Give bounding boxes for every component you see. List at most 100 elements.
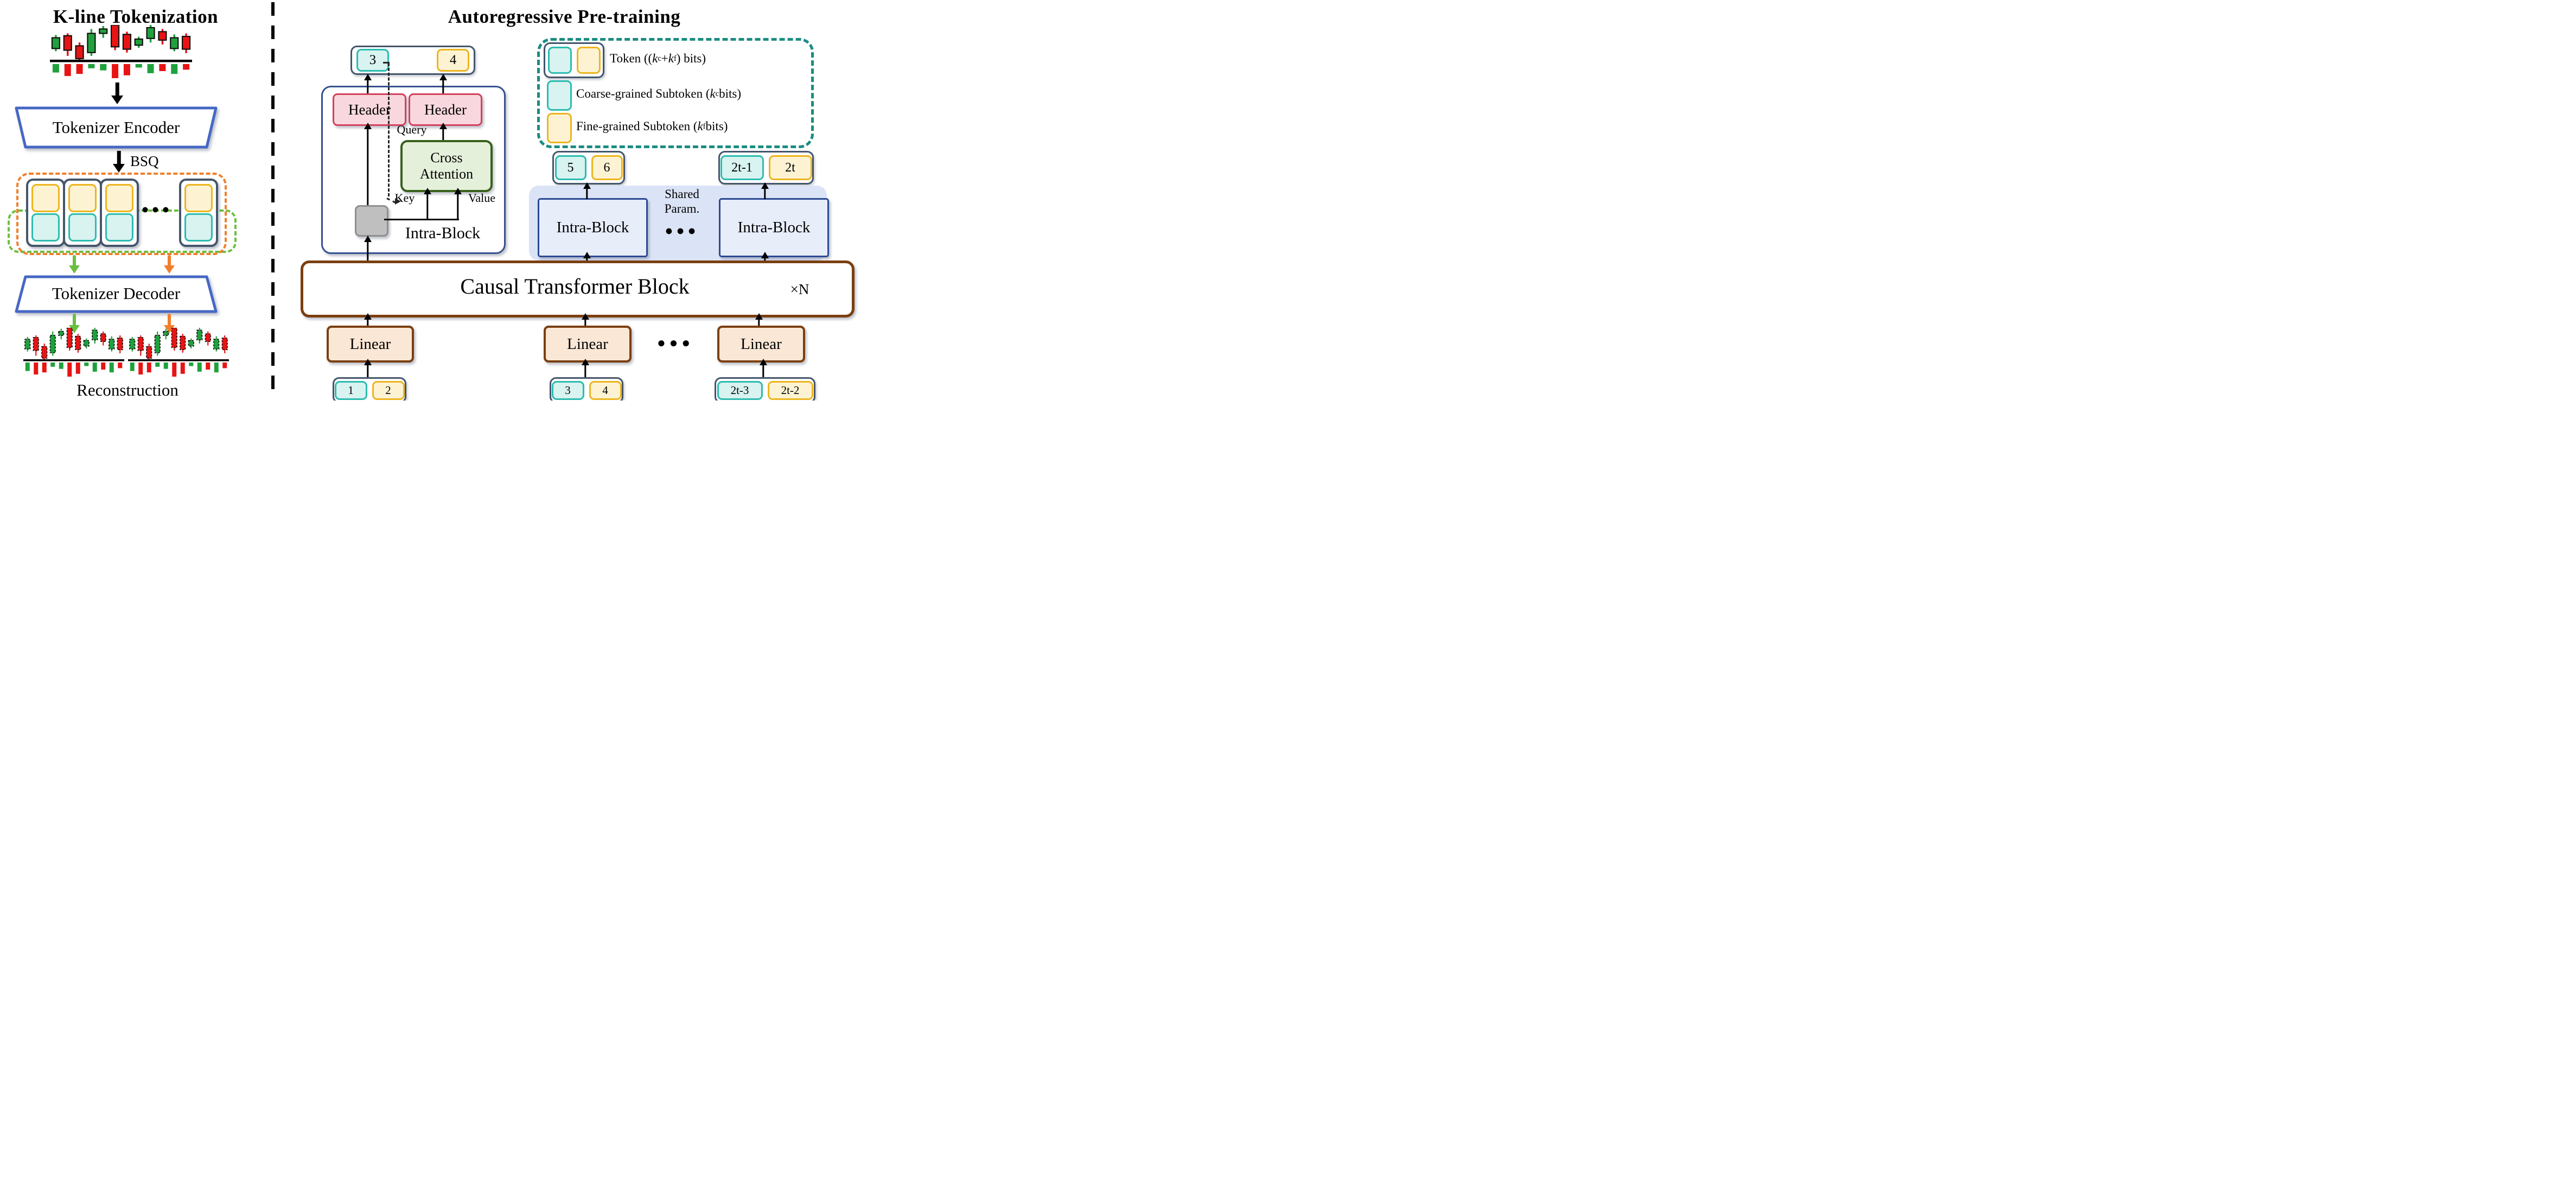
query-dashed-stub xyxy=(383,62,390,63)
query-label: Query xyxy=(397,123,427,136)
fine-subtoken: 4 xyxy=(589,380,622,400)
fine-subtoken: 4 xyxy=(437,49,469,72)
block-to-token-arrow xyxy=(761,182,769,199)
header-box: Header xyxy=(333,93,406,126)
attention-to-header-arrow xyxy=(439,123,447,140)
legend-coarse-sample xyxy=(547,80,572,111)
query-dashed-line xyxy=(388,63,390,196)
linear-to-ctb-arrow xyxy=(582,313,589,326)
intra-block-box: Intra-Block xyxy=(719,198,829,257)
ellipsis-dots: ●●● xyxy=(141,202,173,216)
header-box: Header xyxy=(409,93,482,126)
coarse-subtoken: 3 xyxy=(551,380,584,400)
kline-token xyxy=(63,179,102,247)
cross-attention-box: Cross Attention xyxy=(400,140,493,192)
value-label: Value xyxy=(468,191,496,205)
input-token: 3 4 xyxy=(550,377,623,401)
fine-subtoken xyxy=(184,184,213,212)
fine-subtoken xyxy=(31,184,60,212)
down-arrow-icon xyxy=(111,82,123,104)
linear-to-ctb-arrow xyxy=(755,313,763,326)
tokenizer-encoder-shape xyxy=(15,106,218,149)
token-to-linear-arrow xyxy=(582,359,589,377)
query-arrowhead-icon xyxy=(395,198,401,205)
orange-arrow-icon xyxy=(164,255,175,274)
fine-subtoken: 2 xyxy=(372,380,405,400)
cross-attention-line1: Cross xyxy=(430,150,463,166)
token-sequence-group-outline xyxy=(16,173,227,255)
intra-block-label: Intra-Block xyxy=(405,224,481,242)
linear-to-ctb-arrow xyxy=(364,313,372,326)
header-to-token-arrow xyxy=(364,74,372,93)
reconstruction-chart xyxy=(128,324,229,380)
coarse-subtoken xyxy=(105,213,133,242)
coarse-subtoken: 1 xyxy=(334,380,367,400)
xn-label: ×N xyxy=(790,281,809,297)
fine-subtoken: 2t-2 xyxy=(767,380,813,400)
tokenizer-decoder-label: Tokenizer Decoder xyxy=(52,284,181,303)
hidden-state-box xyxy=(355,205,388,237)
tokenizer-encoder-label: Tokenizer Encoder xyxy=(52,118,180,137)
tokenizer-decoder-shape xyxy=(15,275,218,313)
output-token: 2t-1 2t xyxy=(718,151,814,185)
figure-canvas: K-line Tokenization Tokenizer Encoder BS… xyxy=(0,0,859,401)
ctb-to-state-arrow xyxy=(364,236,372,260)
coarse-subtoken: 3 xyxy=(356,49,389,72)
coarse-subtoken: 5 xyxy=(554,155,586,180)
shared-param-label-line1: Shared xyxy=(665,187,699,201)
bsq-label: BSQ xyxy=(130,153,159,169)
ctb-to-block-arrow xyxy=(583,252,591,262)
coarse-subtoken xyxy=(68,213,97,242)
kline-tokenization-title: K-line Tokenization xyxy=(53,6,219,27)
key-label: Key xyxy=(394,191,415,205)
fine-subtoken xyxy=(105,184,133,212)
legend-fine-sample xyxy=(547,113,572,143)
kline-candlestick-chart xyxy=(50,21,192,80)
coarse-subtoken: 2t-3 xyxy=(717,380,763,400)
key-arrow xyxy=(424,188,431,220)
intra-block-box: Intra-Block xyxy=(538,198,648,257)
input-token: 2t-3 2t-2 xyxy=(715,377,815,401)
coarse-subtoken xyxy=(184,213,213,242)
kline-token xyxy=(179,179,218,247)
input-token: 1 2 xyxy=(333,377,406,401)
coarse-subtoken xyxy=(31,213,60,242)
causal-transformer-block-label: Causal Transformer Block xyxy=(460,274,690,298)
bsq-arrow-icon xyxy=(113,151,125,173)
coarse-subtoken xyxy=(547,47,572,74)
shared-param-label-line2: Param. xyxy=(664,202,700,215)
ctb-to-block-arrow xyxy=(761,252,769,262)
fine-subtoken xyxy=(576,47,601,74)
state-to-header-arrow xyxy=(364,123,372,205)
fine-subtoken xyxy=(68,184,97,212)
header-to-token-arrow xyxy=(439,74,447,93)
fine-subtoken: 6 xyxy=(591,155,623,180)
linear-box: Linear xyxy=(544,326,632,363)
kline-token xyxy=(100,179,139,247)
coarse-subtoken: 2t-1 xyxy=(720,155,764,180)
ellipsis-dots: ●●● xyxy=(656,335,694,351)
key-value-line xyxy=(384,219,459,221)
output-token: 3 4 xyxy=(350,46,475,75)
section-divider xyxy=(271,2,275,398)
cross-attention-line2: Attention xyxy=(419,166,474,182)
legend-box xyxy=(537,38,814,148)
legend-token-sample xyxy=(544,42,604,78)
reconstruction-label: Reconstruction xyxy=(76,380,178,399)
block-to-token-arrow xyxy=(583,182,591,199)
green-arrow-icon xyxy=(69,255,80,274)
ellipsis-dots: ●●● xyxy=(665,224,699,238)
token-to-linear-arrow xyxy=(364,359,372,377)
token-to-linear-arrow xyxy=(760,359,767,377)
fine-subtoken: 2t xyxy=(768,155,812,180)
linear-box: Linear xyxy=(717,326,805,363)
linear-box: Linear xyxy=(327,326,414,363)
reconstruction-chart xyxy=(23,324,124,380)
output-token: 5 6 xyxy=(552,151,625,185)
causal-transformer-block xyxy=(301,260,855,317)
pretraining-title: Autoregressive Pre-training xyxy=(448,6,681,27)
kline-token xyxy=(26,179,65,247)
value-arrow xyxy=(454,188,462,220)
